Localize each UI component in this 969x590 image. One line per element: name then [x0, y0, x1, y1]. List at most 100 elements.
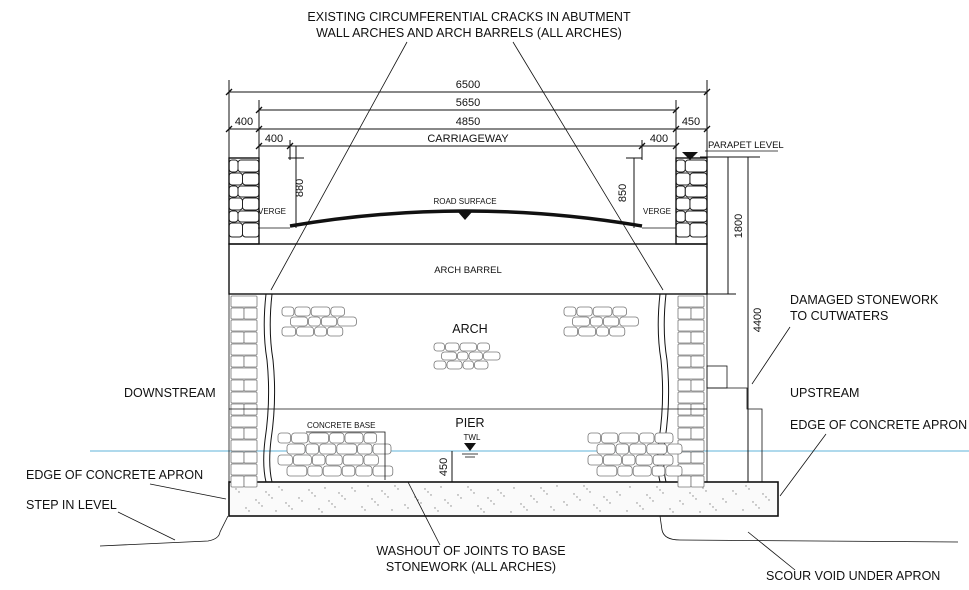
- parapet-stone: [237, 185, 260, 198]
- patch-stone: [609, 326, 626, 337]
- patch-stone: [277, 432, 292, 444]
- washout-line1: WASHOUT OF JOINTS TO BASE: [376, 544, 565, 558]
- apron-speck: [434, 507, 436, 509]
- patch-stone: [325, 454, 343, 466]
- patch-stone: [330, 306, 345, 317]
- dim-tick: [672, 125, 680, 133]
- apron-speck: [659, 489, 661, 491]
- patch-stone: [635, 454, 653, 466]
- patch-stone: [477, 342, 490, 352]
- apron-speck: [338, 492, 340, 494]
- apron-speck: [394, 485, 396, 487]
- dim-tick: [255, 106, 263, 114]
- patch-stone: [563, 306, 577, 317]
- apron-speck: [470, 489, 472, 491]
- apron-speck: [689, 492, 691, 494]
- apron-speck: [278, 486, 280, 488]
- apron-speck: [271, 497, 273, 499]
- apron-speck: [626, 510, 628, 512]
- apron-speck: [536, 501, 538, 503]
- stone-block: [690, 427, 705, 440]
- patch-stone: [329, 432, 345, 444]
- patch-stone: [601, 432, 619, 444]
- apron-speck: [500, 492, 502, 494]
- apron-speck: [725, 501, 727, 503]
- patch-stone: [281, 306, 295, 317]
- apron-speck: [510, 511, 512, 513]
- patch-stone: [596, 326, 609, 337]
- dim-tick: [255, 125, 263, 133]
- stone-block: [243, 379, 258, 392]
- patch-stone: [474, 360, 489, 370]
- left-abutment-stonework: [230, 295, 258, 488]
- patch-stone: [446, 360, 463, 370]
- apron-speck: [695, 498, 697, 500]
- dim-overall-width: 6500: [456, 79, 480, 91]
- stone-block: [677, 475, 692, 488]
- parapet-stone: [675, 210, 686, 223]
- cracks-note-line2: WALL ARCHES AND ARCH BARRELS (ALL ARCHES…: [316, 26, 622, 40]
- dim-tick: [286, 142, 294, 150]
- apron-speck: [546, 493, 548, 495]
- damaged-stonework-line1: DAMAGED STONEWORK: [790, 293, 939, 307]
- road-surface: [289, 209, 643, 228]
- apron-speck: [427, 491, 429, 493]
- patch-stone: [305, 443, 320, 455]
- patch-stone: [344, 432, 364, 444]
- stone-block: [230, 439, 258, 452]
- dim-tick: [638, 142, 646, 150]
- dim-right-verge: 400: [650, 133, 668, 145]
- apron-speck: [669, 508, 671, 510]
- parapet-stone: [242, 197, 260, 211]
- apron-speck: [636, 502, 638, 504]
- concrete-base-leader: [306, 431, 386, 480]
- patch-stone: [372, 443, 392, 455]
- edge-apron-left-leader: [149, 483, 227, 500]
- stone-block: [243, 451, 258, 464]
- patch-stone: [307, 465, 323, 477]
- stone-block: [230, 391, 258, 404]
- patch-stone: [433, 360, 447, 370]
- patch-stone: [337, 316, 357, 327]
- patch-stone: [363, 432, 378, 444]
- apron-speck: [712, 506, 714, 508]
- apron-speck: [450, 505, 452, 507]
- apron-speck: [709, 503, 711, 505]
- patch-stone: [618, 432, 639, 444]
- dim-tick: [672, 106, 680, 114]
- patch-stone: [563, 326, 579, 337]
- stone-block: [243, 475, 258, 488]
- apron-speck: [281, 489, 283, 491]
- apron-speck: [238, 491, 240, 493]
- apron-speck: [367, 485, 369, 487]
- patch-stone: [319, 443, 337, 455]
- apron-speck: [639, 505, 641, 507]
- apron-speck: [523, 506, 525, 508]
- patch-stone: [311, 454, 326, 466]
- apron-speck: [268, 494, 270, 496]
- stone-block: [677, 427, 692, 440]
- stone-block: [230, 427, 245, 440]
- step-in-level-leader: [117, 511, 176, 541]
- apron-speck: [619, 494, 621, 496]
- stone-block: [690, 475, 705, 488]
- apron-speck: [748, 488, 750, 490]
- apron-speck: [530, 495, 532, 497]
- apron-speck: [593, 504, 595, 506]
- patch-stone: [286, 443, 306, 455]
- apron-speck: [487, 497, 489, 499]
- apron-speck: [556, 485, 558, 487]
- apron-speck: [543, 490, 545, 492]
- parapet-stone: [675, 159, 686, 173]
- apron-speck: [483, 511, 485, 513]
- apron-speck: [758, 507, 760, 509]
- patch-stone: [363, 454, 379, 466]
- apron-speck: [308, 489, 310, 491]
- apron-speck: [258, 502, 260, 504]
- parapet-stone: [228, 185, 239, 198]
- patch-stone: [322, 465, 342, 477]
- apron-speck: [331, 503, 333, 505]
- apron-speck: [377, 504, 379, 506]
- apron-speck: [566, 504, 568, 506]
- stone-block: [677, 307, 692, 320]
